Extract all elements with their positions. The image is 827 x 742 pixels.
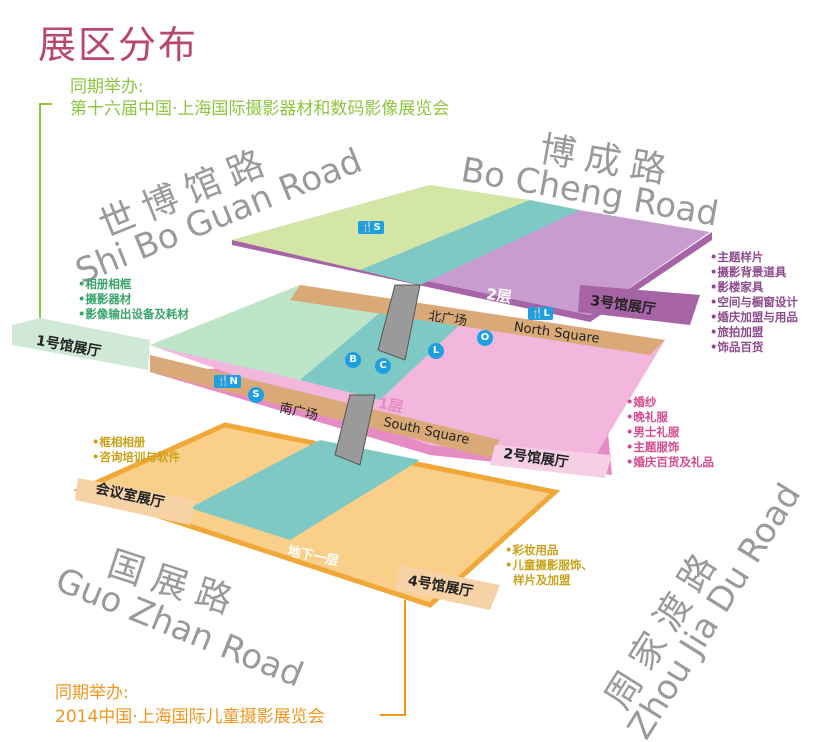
concurrent-bottom-label: 同期举办: [55,683,129,703]
hall-1-area [150,285,395,380]
floor-2-label: 2层 [485,284,513,307]
marker-o-icon[interactable]: O [477,330,493,346]
list-item: •主题服饰 [626,440,680,454]
hall-3-items: •主题样片 •摄影背景道具 •影楼家具 •空间与橱窗设计 •婚庆加盟与用品 •旅… [710,250,798,355]
north-square-band [290,285,665,355]
hall-1-tab [12,318,150,370]
hall-3-tab [578,285,700,325]
restaurant-s-icon[interactable]: 🍴S [358,221,384,234]
restaurant-l-icon[interactable]: 🍴L [528,307,553,320]
restaurant-n-icon[interactable]: 🍴N [214,375,241,388]
meeting-hall-items: •框相相册 •咨询培训与软件 [92,435,180,465]
marker-c-icon[interactable]: C [375,358,391,374]
list-item: •摄影背景道具 [710,265,787,279]
marker-s-icon[interactable]: S [248,387,264,403]
hall-1-items: •相册相框 •摄影器材 •影像输出设备及耗材 [78,277,189,322]
list-item: •饰品百货 [710,340,764,354]
list-item: •婚纱 [626,395,657,409]
basement-teal-corridor [190,440,420,540]
list-item: •框相相册 [92,435,146,449]
list-item: •旅拍加盟 [710,325,764,339]
marker-l-icon[interactable]: L [428,343,444,359]
floor2-teal-corridor [360,200,580,285]
list-item: •男士礼服 [626,425,680,439]
list-item: •彩妆用品 [505,543,559,557]
concurrent-bottom-name: 2014中国·上海国际儿童摄影展览会 [55,707,325,727]
list-item: •咨询培训与软件 [92,450,180,464]
list-item: •空间与橱窗设计 [710,295,798,309]
hall-2-items: •婚纱 •晚礼服 •男士礼服 •主题服饰 •婚庆百货及礼品 [626,395,714,470]
list-item: •儿童摄影服饰、 [505,558,593,572]
list-item: •影楼家具 [710,280,764,294]
floor-1-label: 1层 [376,393,405,417]
concurrent-top-label: 同期举办: [70,77,144,97]
list-item: •主题样片 [710,250,764,264]
list-item: •相册相框 [78,277,132,291]
leader-line-top [39,103,52,325]
list-item: •晚礼服 [626,410,668,424]
concurrent-top-name: 第十六届中国·上海国际摄影器材和数码影像展览会 [70,99,450,119]
page-title: 展区分布 [38,23,199,67]
meeting-hall-tab [75,478,195,525]
list-item: •摄影器材 [78,292,132,306]
list-item: •影像输出设备及耗材 [78,307,189,321]
list-item: 样片及加盟 [513,573,571,587]
leader-line-bottom [380,600,406,716]
hall-4-items: •彩妆用品 •儿童摄影服饰、 样片及加盟 [505,543,593,588]
list-item: •婚庆百货及礼品 [626,455,714,469]
escalator-upper [377,284,421,361]
escalator-lower [334,394,376,466]
hall-4-tab [395,565,500,610]
marker-b-icon[interactable]: B [345,352,361,368]
list-item: •婚庆加盟与用品 [710,310,798,324]
hall-2-tab [490,445,612,478]
